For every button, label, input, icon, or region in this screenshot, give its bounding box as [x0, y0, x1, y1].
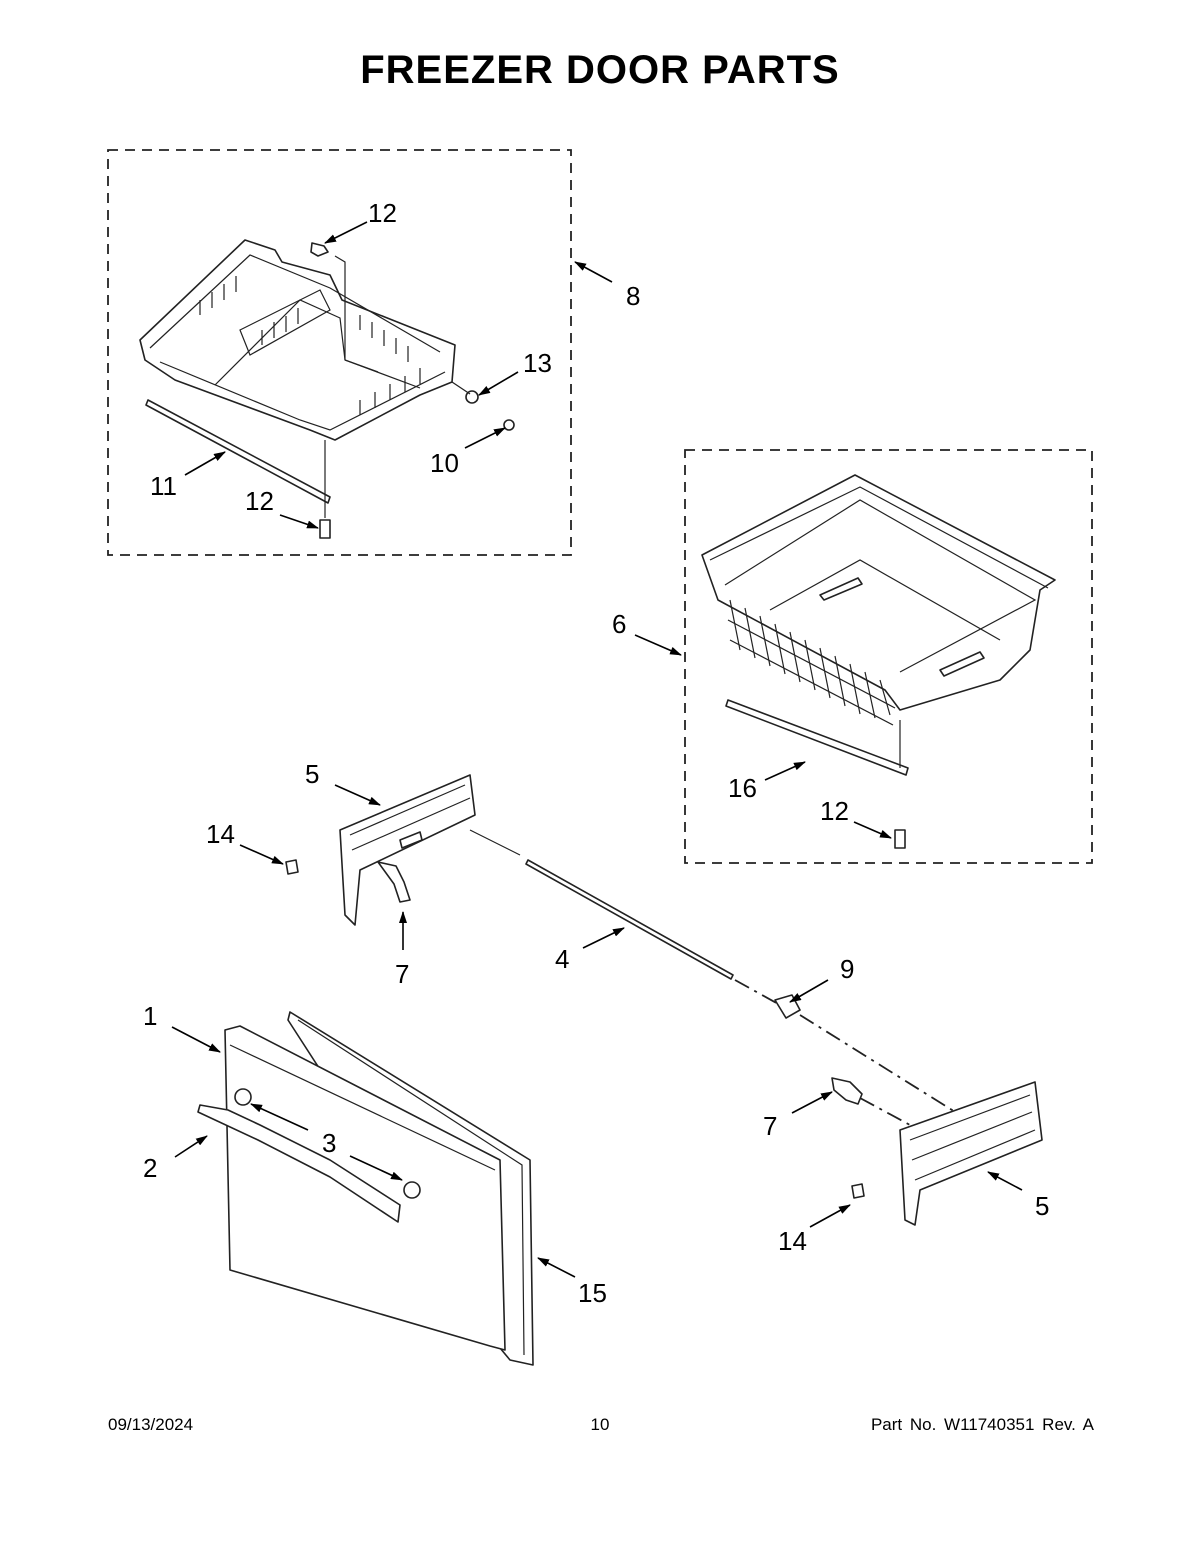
callout-8: 8	[626, 281, 640, 311]
callout-12-upper-bottom: 12	[245, 486, 274, 516]
callout-14-upper: 14	[206, 819, 235, 849]
lower-freezer-basket	[701, 474, 1056, 849]
callout-4: 4	[555, 944, 569, 974]
callout-5-lower: 5	[1035, 1191, 1049, 1221]
upper-basket-group-box	[107, 149, 572, 556]
footer-page-number: 10	[590, 1415, 610, 1434]
callout-7-upper: 7	[395, 959, 409, 989]
right-slide-bracket	[831, 1077, 1043, 1226]
callout-16: 16	[728, 773, 757, 803]
callout-14-lower: 14	[778, 1226, 807, 1256]
callout-13: 13	[523, 348, 552, 378]
callout-5-upper: 5	[305, 759, 319, 789]
footer-date: 09/13/2024	[108, 1415, 194, 1434]
footer-part-number: Part No. W11740351 Rev. A	[870, 1415, 1094, 1434]
callout-3: 3	[322, 1128, 336, 1158]
callout-1: 1	[143, 1001, 157, 1031]
callout-2: 2	[143, 1153, 157, 1183]
connecting-rod	[525, 859, 961, 1126]
callout-12-upper-top: 12	[368, 198, 397, 228]
callout-10: 10	[430, 448, 459, 478]
callout-12-lower: 12	[820, 796, 849, 826]
lower-basket-group-box	[684, 449, 1093, 864]
page-title: FREEZER DOOR PARTS	[360, 48, 840, 92]
callout-7-lower: 7	[763, 1111, 777, 1141]
callout-11: 11	[150, 471, 177, 501]
callout-15: 15	[578, 1278, 607, 1308]
upper-freezer-basket	[139, 239, 515, 539]
left-slide-bracket	[285, 774, 521, 926]
callout-6: 6	[612, 609, 626, 639]
freezer-door	[197, 1011, 534, 1366]
callout-9: 9	[840, 954, 854, 984]
leader-arrows	[171, 221, 1023, 1278]
